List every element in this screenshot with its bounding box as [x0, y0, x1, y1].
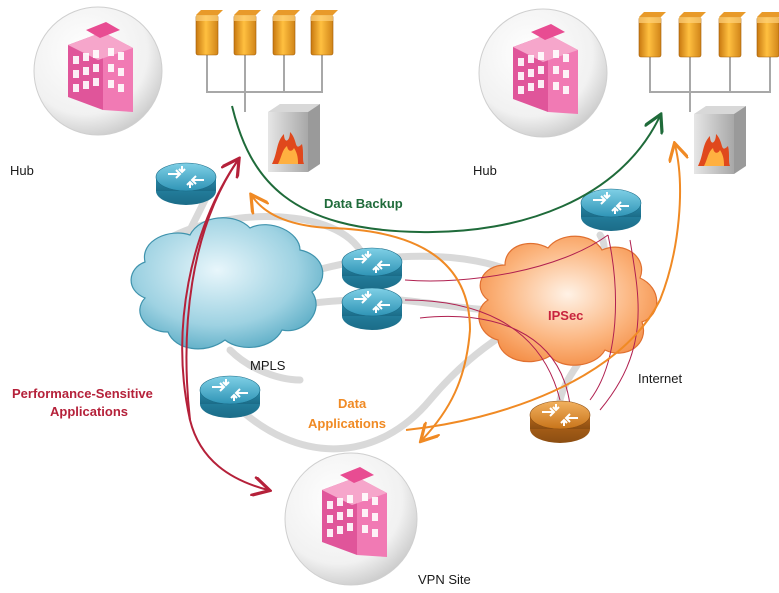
- data-app-arrow-left: [252, 196, 471, 331]
- firewall-right-icon: [694, 106, 746, 174]
- performance-label-line1: Performance-Sensitive: [12, 386, 153, 401]
- tunnel-lines: [404, 234, 639, 411]
- router-mpls-hub-icon: [155, 162, 217, 206]
- mpls-label: MPLS: [250, 358, 286, 373]
- server-rack-right: [638, 11, 779, 112]
- ipsec-label: IPSec: [548, 308, 583, 323]
- performance-label-line2: Applications: [50, 404, 128, 419]
- server-icon: [233, 9, 262, 56]
- router-mpls-site-icon: [199, 375, 261, 419]
- router-internet-site-icon: [529, 400, 591, 444]
- server-icon: [638, 11, 667, 58]
- data-app-arrow-right-hub: [405, 145, 680, 431]
- server-icon: [678, 11, 707, 58]
- server-icon: [718, 11, 747, 58]
- data-app-label-line1: Data: [338, 396, 367, 411]
- data-backup-arrow: [231, 105, 660, 234]
- hub-left-label: Hub: [10, 163, 34, 178]
- data-app-label-line2: Applications: [308, 416, 386, 431]
- server-icon: [756, 11, 779, 58]
- data-app-arrow-vpn-from-left: [422, 329, 471, 440]
- server-icon: [272, 9, 301, 56]
- performance-arrow: [181, 159, 268, 490]
- router-internet-hub-icon: [580, 188, 642, 232]
- hub-right-label: Hub: [473, 163, 497, 178]
- firewall-left-icon: [268, 104, 320, 172]
- router-core-top-icon: [341, 247, 403, 291]
- internet-label: Internet: [638, 371, 682, 386]
- performance-arrow-start: [185, 160, 238, 421]
- data-backup-label: Data Backup: [324, 196, 403, 211]
- router-core-bottom-icon: [341, 287, 403, 331]
- vpn-site-label: VPN Site: [418, 572, 471, 587]
- server-icon: [195, 9, 224, 56]
- server-rack-left: [195, 9, 339, 112]
- mpls-cloud: [130, 217, 324, 350]
- server-icon: [310, 9, 339, 56]
- internet-cloud: [478, 235, 658, 366]
